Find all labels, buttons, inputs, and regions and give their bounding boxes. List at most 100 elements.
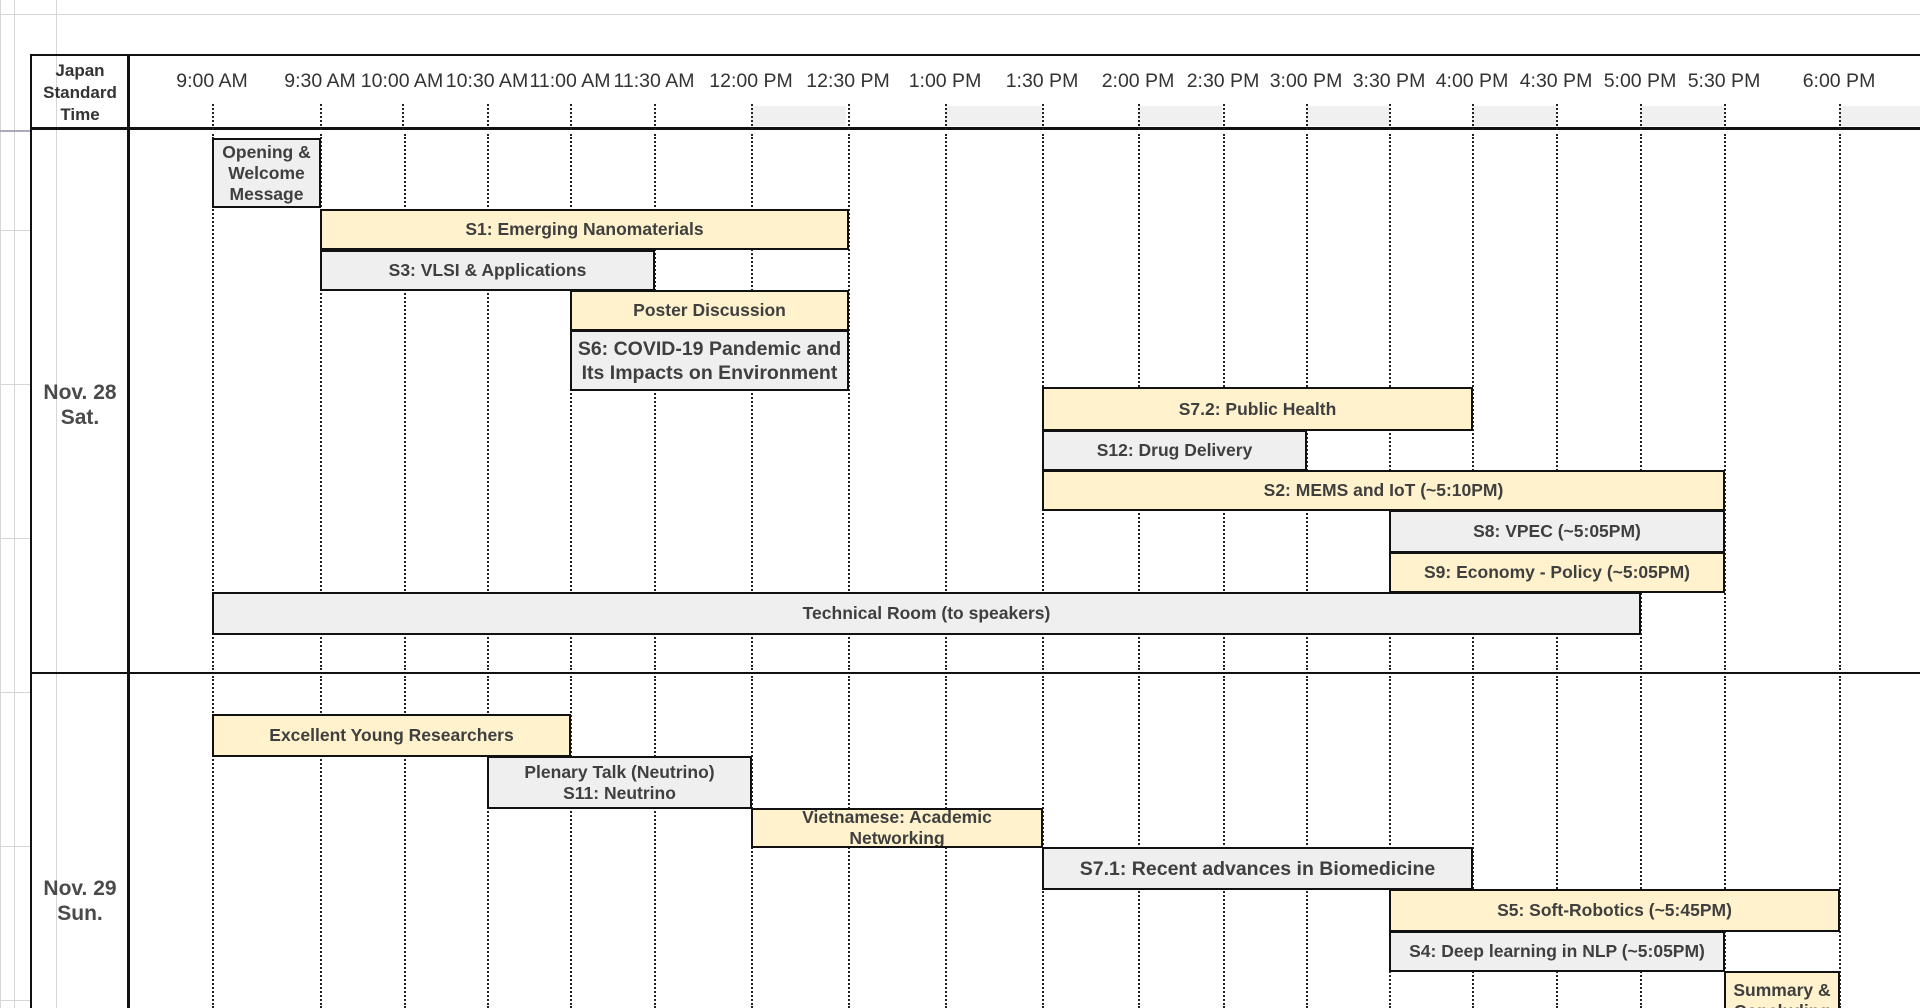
session-block[interactable]: S2: MEMS and IoT (~5:10PM) xyxy=(1042,470,1725,511)
time-label: 11:30 AM xyxy=(613,70,695,92)
time-label: 12:30 PM xyxy=(806,70,890,92)
time-label: 1:30 PM xyxy=(1005,70,1079,92)
session-block[interactable]: Summary & Concluding xyxy=(1724,971,1840,1008)
time-label: 4:00 PM xyxy=(1435,70,1509,92)
session-block[interactable]: S4: Deep learning in NLP (~5:05PM) xyxy=(1389,931,1725,972)
day-weekday: Sun. xyxy=(57,902,103,925)
session-block[interactable]: S5: Soft-Robotics (~5:45PM) xyxy=(1389,889,1840,932)
session-block[interactable]: S7.2: Public Health xyxy=(1042,387,1473,431)
session-block[interactable]: S3: VLSI & Applications xyxy=(320,250,655,291)
time-tick xyxy=(1640,104,1642,130)
time-header-shade xyxy=(1138,106,1222,126)
time-gridline xyxy=(1724,134,1726,670)
session-block[interactable]: Technical Room (to speakers) xyxy=(212,592,1641,635)
sheet-gridline-vertical xyxy=(0,0,1,1008)
time-gridline xyxy=(1389,676,1391,1008)
session-block[interactable]: S8: VPEC (~5:05PM) xyxy=(1389,510,1725,553)
time-tick xyxy=(1306,104,1308,130)
time-gridline xyxy=(1138,676,1140,1008)
time-gridline xyxy=(1042,676,1044,1008)
session-block[interactable]: Plenary Talk (Neutrino) S11: Neutrino xyxy=(487,756,752,809)
time-gridline xyxy=(1472,676,1474,1008)
session-block[interactable]: Poster Discussion xyxy=(570,290,849,331)
session-block[interactable]: S1: Emerging Nanomaterials xyxy=(320,209,849,250)
time-tick xyxy=(1839,104,1841,130)
day-date: Nov. 29 xyxy=(43,877,117,900)
time-label: 5:00 PM xyxy=(1603,70,1677,92)
sheet-gridline-horizontal xyxy=(0,1000,30,1001)
session-block[interactable]: Excellent Young Researchers xyxy=(212,714,571,757)
time-tick xyxy=(212,104,214,130)
time-gridline xyxy=(212,134,214,670)
time-gridline xyxy=(404,134,406,670)
session-block[interactable]: Opening & Welcome Message xyxy=(212,138,321,208)
time-gridline xyxy=(404,676,406,1008)
sheet-gridline-vertical xyxy=(14,0,15,1008)
time-label: 10:00 AM xyxy=(360,70,444,92)
time-header-shade xyxy=(945,106,1042,126)
sheet-gridline-horizontal xyxy=(0,230,30,231)
time-tick xyxy=(402,104,404,130)
session-block[interactable]: S12: Drug Delivery xyxy=(1042,430,1307,471)
time-gridline xyxy=(945,134,947,670)
time-label: 9:30 AM xyxy=(284,70,356,92)
time-header-shade xyxy=(1839,106,1920,126)
time-label: 10:30 AM xyxy=(445,70,529,92)
session-block[interactable]: Vietnamese: Academic Networking xyxy=(751,808,1043,848)
time-label: 1:00 PM xyxy=(908,70,982,92)
time-label: 6:00 PM xyxy=(1802,70,1876,92)
time-tick xyxy=(751,104,753,130)
frame-header-bottom xyxy=(30,127,1920,130)
time-tick xyxy=(1042,104,1044,130)
time-tick xyxy=(1472,104,1474,130)
time-gridline xyxy=(1640,676,1642,1008)
time-gridline xyxy=(751,134,753,670)
sheet-gridline-vertical xyxy=(56,0,57,1008)
time-label: 2:00 PM xyxy=(1101,70,1175,92)
time-label: 5:30 PM xyxy=(1687,70,1761,92)
time-tick xyxy=(1389,104,1391,130)
frame-label-column xyxy=(127,54,130,1008)
time-tick xyxy=(945,104,947,130)
time-gridline xyxy=(1640,134,1642,670)
time-label: 2:30 PM xyxy=(1186,70,1260,92)
time-tick xyxy=(1223,104,1225,130)
time-gridline xyxy=(320,134,322,670)
time-label: 3:30 PM xyxy=(1352,70,1426,92)
time-gridline xyxy=(212,676,214,1008)
time-header-shade xyxy=(1472,106,1556,126)
time-tick xyxy=(848,104,850,130)
time-tick xyxy=(1138,104,1140,130)
time-gridline xyxy=(1306,676,1308,1008)
time-gridline xyxy=(320,676,322,1008)
time-gridline xyxy=(1556,676,1558,1008)
frame-day-divider xyxy=(30,672,1920,674)
time-header-shade xyxy=(1306,106,1389,126)
time-tick xyxy=(1724,104,1726,130)
time-gridline xyxy=(1223,676,1225,1008)
time-tick xyxy=(1556,104,1558,130)
sheet-gridline-horizontal xyxy=(0,14,1920,15)
time-label: 4:30 PM xyxy=(1519,70,1593,92)
time-label: 11:00 AM xyxy=(529,70,611,92)
time-gridline xyxy=(654,676,656,1008)
sheet-gridline-horizontal xyxy=(0,846,30,847)
time-gridline xyxy=(1472,134,1474,670)
time-label: 9:00 AM xyxy=(176,70,248,92)
frame-top xyxy=(30,54,1920,56)
frame-left xyxy=(30,54,32,1008)
sheet-gridline-horizontal xyxy=(0,130,30,132)
day-date: Nov. 28 xyxy=(43,381,117,404)
sheet-gridline-horizontal xyxy=(0,384,30,385)
timezone-label: Japan Standard Time xyxy=(43,61,117,124)
time-tick xyxy=(654,104,656,130)
session-block[interactable]: S9: Economy - Policy (~5:05PM) xyxy=(1389,552,1725,593)
session-block[interactable]: S6: COVID-19 Pandemic and Its Impacts on… xyxy=(570,330,849,391)
time-gridline xyxy=(1724,676,1726,1008)
time-tick xyxy=(570,104,572,130)
time-header-shade xyxy=(751,106,846,126)
time-gridline xyxy=(487,676,489,1008)
session-block[interactable]: S7.1: Recent advances in Biomedicine xyxy=(1042,847,1473,890)
